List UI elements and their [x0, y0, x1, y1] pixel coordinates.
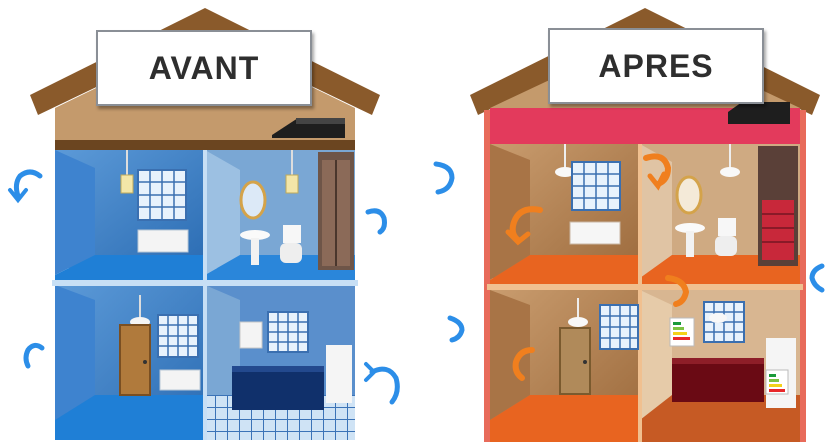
radiator-icon	[138, 230, 188, 252]
label-after: APRES	[548, 28, 764, 104]
ceiling-lamp-icon	[709, 313, 727, 323]
door-icon	[560, 328, 590, 394]
energy-label-icon	[670, 318, 694, 346]
mirror-icon	[241, 182, 265, 218]
curved-arrow-icon	[10, 172, 40, 200]
boiler-icon	[240, 322, 262, 348]
window-icon	[268, 312, 308, 352]
window-icon	[572, 162, 620, 210]
energy-label-icon	[766, 370, 788, 394]
bathtub-icon	[672, 358, 764, 402]
curved-arrow-icon	[368, 211, 385, 232]
curved-arrow-icon	[436, 164, 452, 192]
curved-arrow-icon	[26, 345, 42, 366]
toilet-icon	[280, 225, 302, 263]
mirror-icon	[677, 177, 701, 213]
curved-arrow-icon	[812, 266, 822, 290]
door-icon	[120, 325, 150, 395]
window-icon	[600, 305, 638, 349]
curved-arrow-icon	[450, 318, 462, 340]
cabinet	[326, 345, 352, 403]
curved-arrow-icon	[366, 364, 397, 402]
wardrobe	[758, 146, 798, 266]
window-icon	[704, 302, 744, 342]
label-before: AVANT	[96, 30, 312, 106]
toilet-icon	[715, 218, 737, 256]
radiator-icon	[160, 370, 200, 390]
window-icon	[138, 170, 186, 220]
wardrobe	[318, 152, 354, 270]
bathtub-icon	[232, 366, 324, 410]
radiator-icon	[570, 222, 620, 244]
window-icon	[158, 315, 198, 357]
